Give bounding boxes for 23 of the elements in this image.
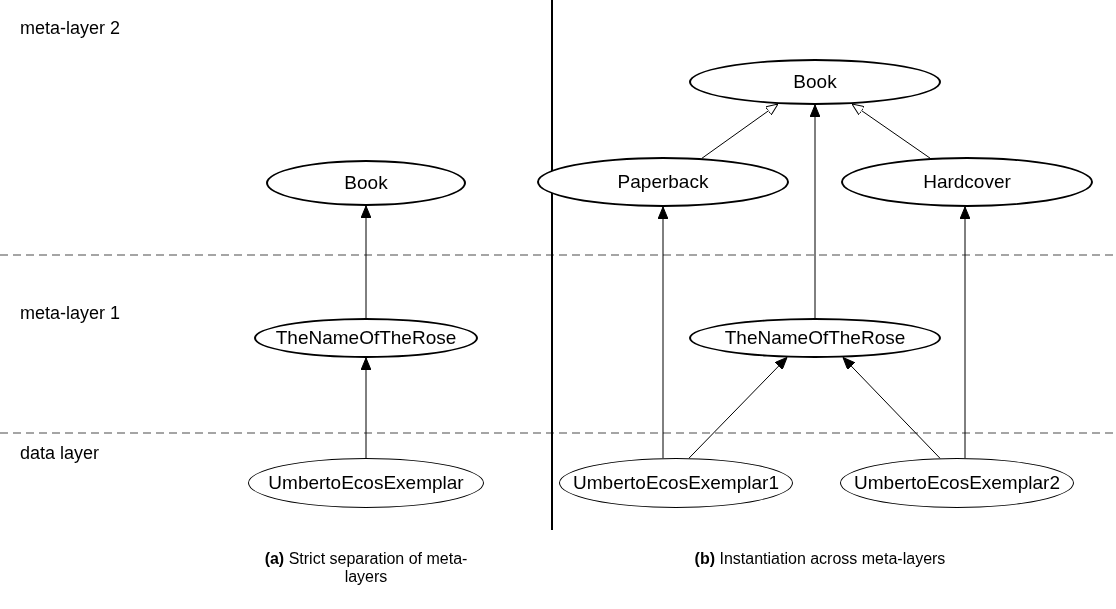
layer-label: meta-layer 1 [20, 303, 121, 324]
arrow [360, 205, 372, 319]
figure-caption: (a) Strict separation of meta-layers [263, 550, 469, 586]
arrow [688, 357, 788, 459]
figure-caption: (b) Instantiation across meta-layers [693, 550, 947, 568]
ellipse-node: UmbertoEcosExemplar1 [559, 458, 793, 508]
arrow [851, 103, 931, 159]
ellipse-node: TheNameOfTheRose [254, 318, 478, 358]
ellipse-node: Book [689, 59, 941, 105]
ellipse-node: TheNameOfTheRose [689, 318, 941, 358]
arrow [360, 357, 372, 459]
layer-label: data layer [20, 443, 100, 464]
ellipse-node: Book [266, 160, 466, 206]
ellipse-node: Hardcover [841, 157, 1093, 207]
arrow [809, 104, 821, 319]
layer-label: meta-layer 2 [20, 18, 121, 39]
arrow [657, 206, 669, 459]
arrow [842, 357, 941, 459]
ellipse-node: UmbertoEcosExemplar2 [840, 458, 1074, 508]
arrow [701, 103, 779, 159]
ellipse-node: Paperback [537, 157, 789, 207]
arrow [959, 206, 971, 459]
ellipse-node: UmbertoEcosExemplar [248, 458, 484, 508]
